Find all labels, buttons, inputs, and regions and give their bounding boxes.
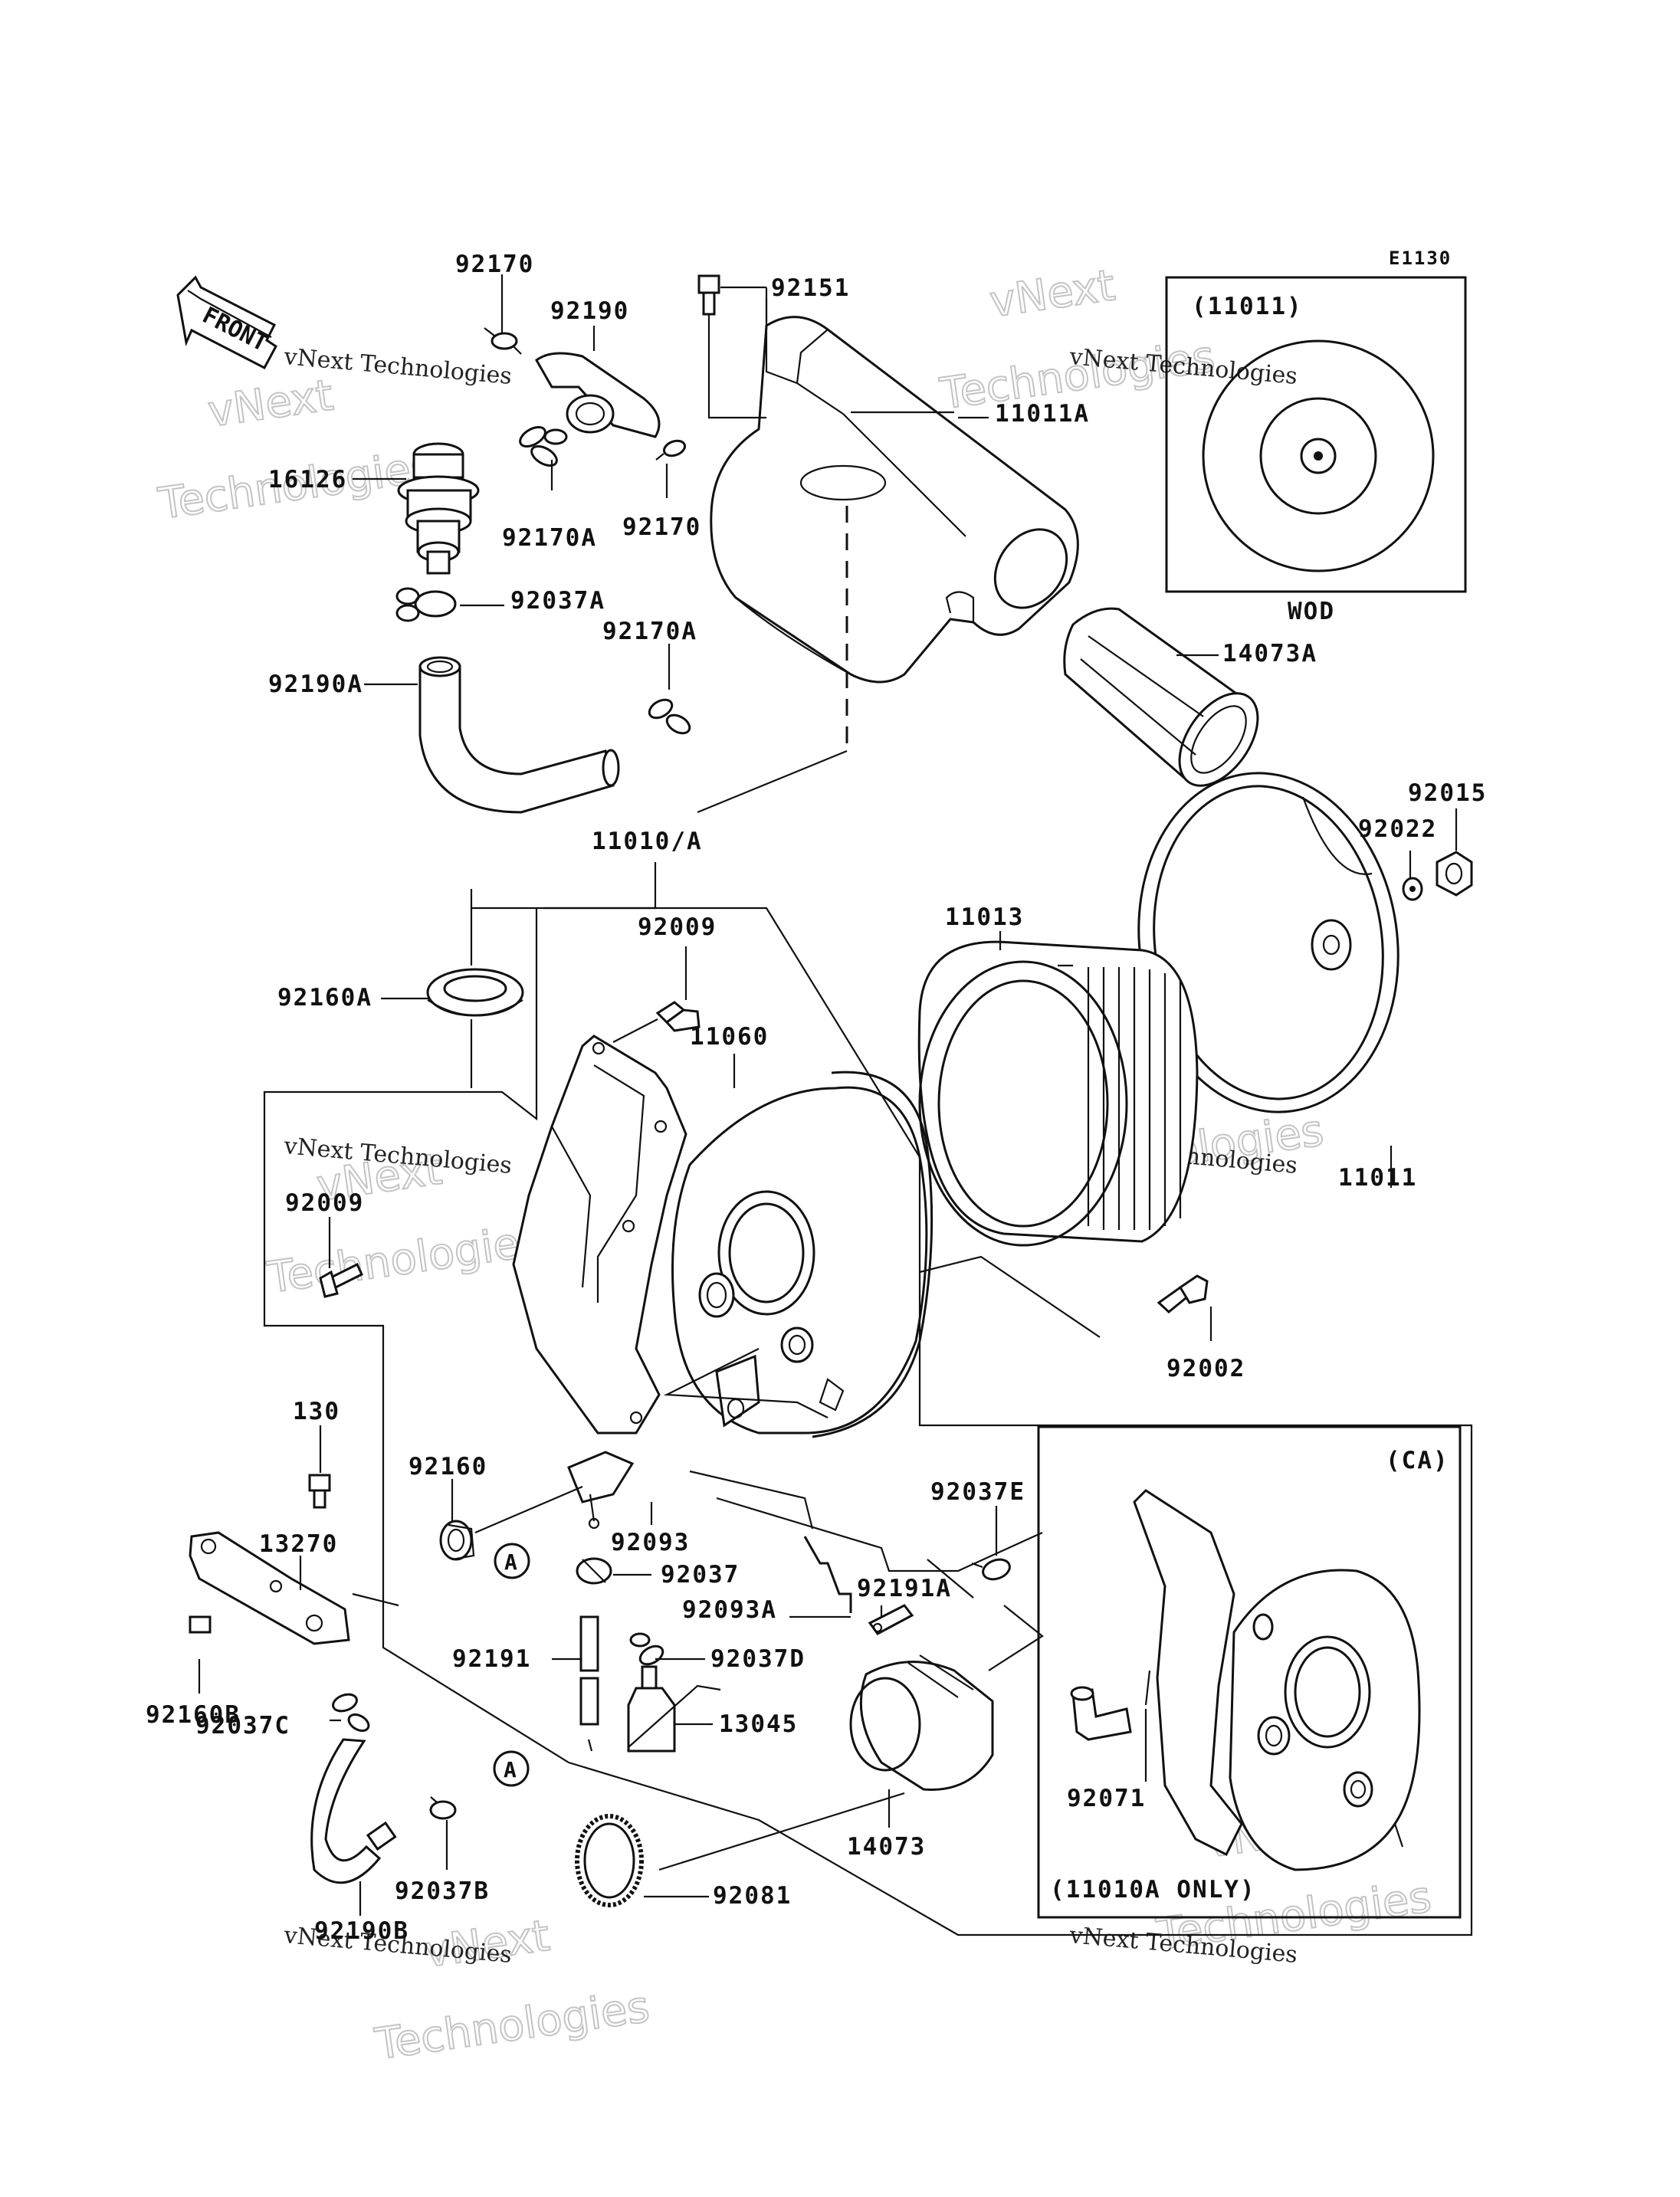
part-label-130: 130 — [293, 1398, 340, 1425]
watermark-line2: Technologies — [372, 1982, 652, 2070]
hose-92190B — [310, 1738, 397, 1884]
part-label-92002: 92002 — [1166, 1355, 1245, 1382]
clamp-92170A-propeller — [519, 426, 568, 467]
part-label-11011A: 11011A — [995, 400, 1090, 428]
part-label-11010A: 11010/A — [592, 828, 703, 855]
outer-cover-11011 — [1137, 772, 1399, 1113]
bolt-92009-top — [612, 1001, 701, 1043]
cap-13045 — [627, 1665, 676, 1753]
part-label-92071: 92071 — [1067, 1785, 1146, 1812]
filter-element-11013 — [917, 940, 1199, 1247]
part-label-92160A: 92160A — [277, 984, 372, 1012]
clamp-92037B — [429, 1796, 457, 1820]
air-cleaner-base-11060 — [671, 1071, 934, 1438]
part-label-92037E: 92037E — [930, 1478, 1025, 1506]
reference-marker-a-upper: A — [494, 1543, 530, 1579]
assembly-outline — [263, 287, 1473, 1936]
grommet-92160 — [439, 1520, 475, 1561]
cushion-92160B — [189, 1615, 212, 1634]
part-labels: 92170 92190 92151 11011A 16126 92170A 92… — [146, 251, 1487, 1945]
clamp-92037C — [332, 1693, 370, 1732]
watermark-line1: vNext — [986, 261, 1117, 327]
boot-14073 — [849, 1654, 994, 1791]
part-label-14073: 14073 — [847, 1833, 926, 1861]
part-label-92170: 92170 — [455, 251, 534, 278]
part-label-92190A: 92190A — [268, 671, 363, 698]
clamp-92170-right — [655, 439, 687, 461]
diagram-code: E1130 — [1389, 248, 1452, 269]
intake-tube-14073A — [1063, 607, 1259, 787]
nut-92015 — [1436, 851, 1473, 897]
label-leaders — [198, 274, 1458, 1916]
clamp-92170-top — [484, 327, 522, 355]
rod-92093A — [803, 1536, 852, 1613]
part-label-92190: 92190 — [550, 297, 629, 325]
tube-92191 — [579, 1615, 599, 1752]
part-label-13270: 13270 — [259, 1530, 338, 1558]
front-arrow-icon: FRONT — [176, 275, 277, 370]
reference-marker-a-lower: A — [493, 1750, 530, 1787]
part-label-92093A: 92093A — [682, 1596, 777, 1624]
part-label-92037B: 92037B — [395, 1877, 490, 1905]
part-label-92081: 92081 — [713, 1882, 792, 1910]
part-label-92015: 92015 — [1408, 779, 1487, 807]
part-label-92151: 92151 — [771, 274, 850, 302]
part-label-92093: 92093 — [611, 1529, 690, 1556]
inset-ca: (CA) (11010A ONLY) — [1037, 1425, 1462, 1919]
reference-marker-label: A — [504, 1757, 518, 1782]
part-label-92037A: 92037A — [510, 587, 605, 615]
part-label-92037C: 92037C — [195, 1712, 290, 1740]
part-label-92160B: 92160B — [146, 1701, 241, 1729]
bracket-13270 — [189, 1531, 350, 1645]
hose-92190A — [418, 656, 620, 814]
hose-92190 — [535, 352, 661, 438]
clamp-92037D — [629, 1632, 664, 1666]
drain-fitting — [567, 1451, 635, 1530]
valve-16126 — [397, 442, 480, 575]
part-label-11011: 11011 — [1338, 1164, 1417, 1192]
part-label-92022: 92022 — [1358, 815, 1437, 843]
part-label-92170A: 92170A — [502, 524, 597, 552]
bolt-92002 — [1157, 1274, 1209, 1313]
inset-ca-tag: (CA) — [1386, 1447, 1449, 1474]
inset-wod-caption: WOD — [1288, 598, 1335, 625]
clamp-92037 — [576, 1557, 612, 1585]
part-label-13045: 13045 — [719, 1710, 798, 1738]
part-label-92009: 92009 — [638, 913, 717, 941]
bolt-130 — [308, 1474, 331, 1509]
part-label-92009-second: 92009 — [285, 1189, 364, 1217]
part-label-92037D: 92037D — [710, 1645, 806, 1673]
pin-92191A — [868, 1604, 914, 1635]
duct-11060 — [512, 1035, 687, 1435]
part-label-92170-second: 92170 — [622, 513, 701, 541]
bolt-92151 — [697, 274, 766, 419]
part-label-92160: 92160 — [409, 1453, 487, 1481]
inset-wod-part: (11011) — [1192, 293, 1303, 320]
part-label-92170A-second: 92170A — [602, 618, 697, 645]
clamp-92170A-lower — [648, 698, 691, 735]
air-cleaner-cover-11011A — [710, 316, 1079, 684]
part-label-92191: 92191 — [452, 1645, 531, 1673]
bolt-92009-left — [319, 1262, 363, 1298]
clamp-92037A — [395, 587, 457, 622]
part-label-14073A: 14073A — [1222, 640, 1317, 667]
inset-wod: (11011) WOD — [1165, 276, 1467, 625]
part-label-92191A: 92191A — [857, 1575, 952, 1602]
reference-marker-label: A — [504, 1549, 519, 1575]
clamp-92037E — [971, 1558, 1011, 1581]
part-label-11060: 11060 — [690, 1023, 769, 1051]
part-label-92190B: 92190B — [314, 1917, 409, 1945]
inset-ca-caption: (11010A ONLY) — [1050, 1876, 1256, 1904]
grommet-92160A — [426, 968, 524, 1017]
part-label-11013: 11013 — [945, 903, 1024, 931]
part-label-16126: 16126 — [268, 466, 347, 494]
spring-ring-92081 — [575, 1814, 644, 1907]
part-label-92037: 92037 — [661, 1561, 740, 1589]
washer-92022 — [1402, 877, 1423, 901]
watermark-line2: Technologies — [264, 1215, 545, 1303]
watermark-line1: vNext — [205, 370, 336, 437]
